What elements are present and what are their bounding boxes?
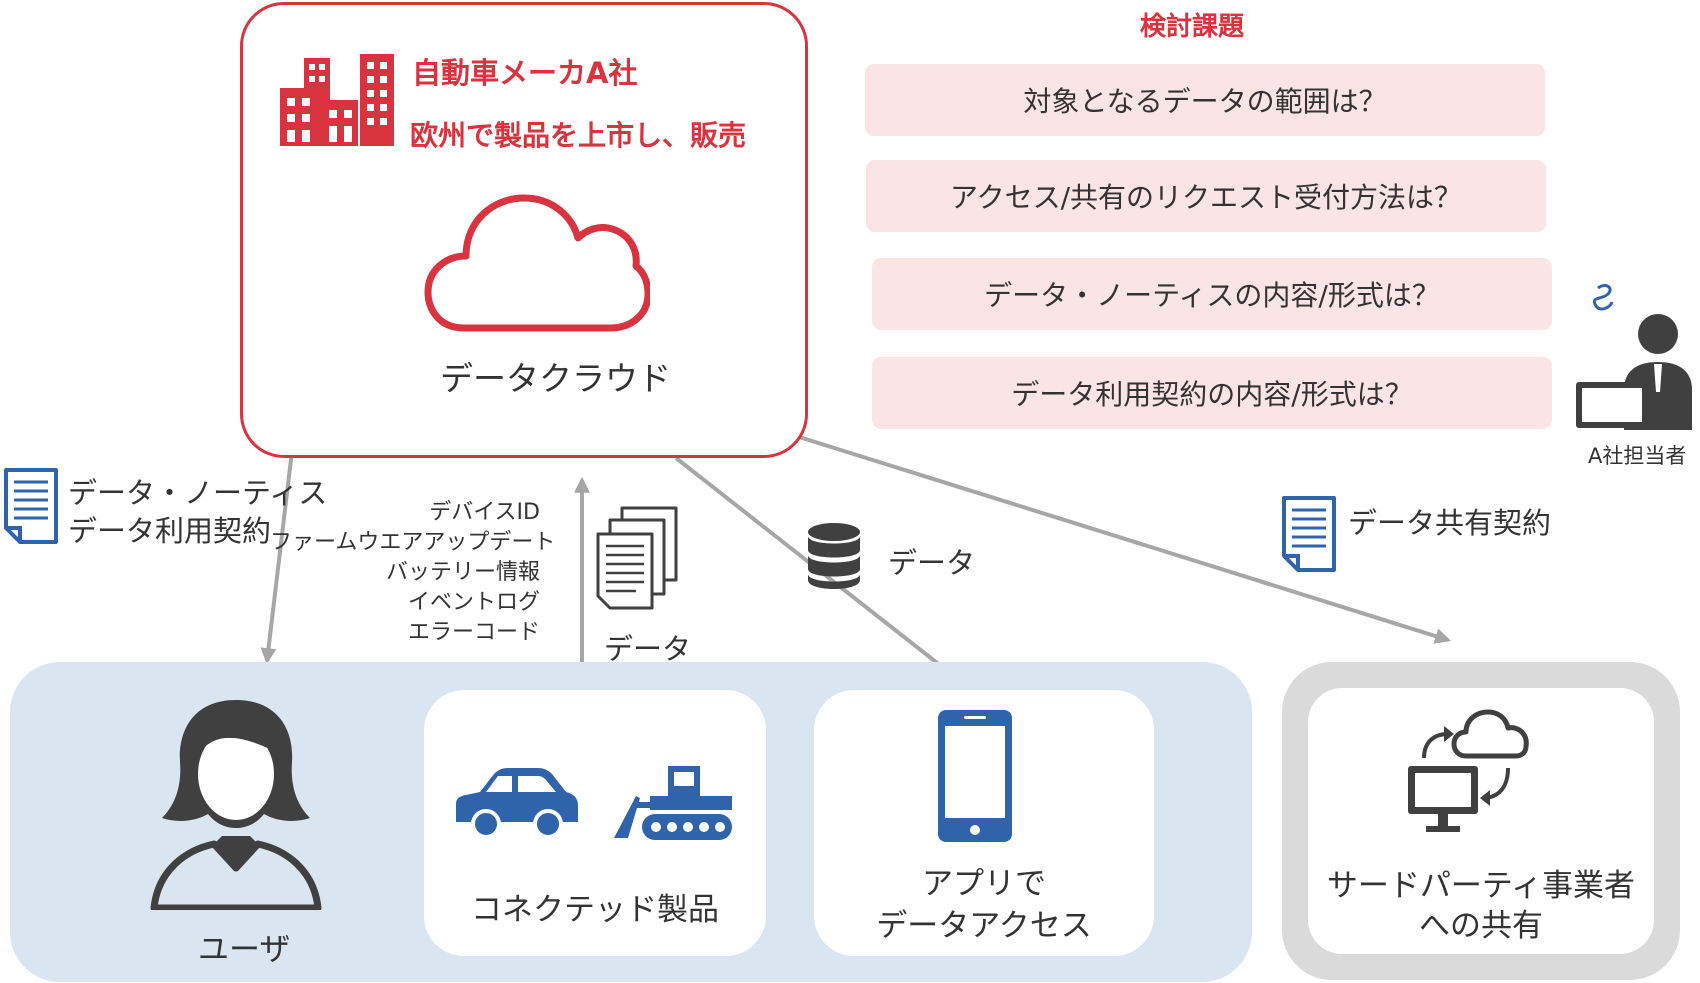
third-party-card [1308,688,1654,954]
issue-item: 対象となるデータの範囲は？ [865,64,1545,136]
app-access-line: アプリで [922,866,1046,902]
document-icon [4,468,58,544]
device-data-item: エラーコード [407,620,540,645]
documents-stack-icon [596,506,678,610]
arrow-cloud-thirdparty [795,434,1452,644]
maker-name: 自動車メーカA社 [412,56,638,90]
notice-doc-line: データ利用契約 [68,514,272,548]
app-data-label: データ [888,546,976,580]
bulldozer-icon [614,766,732,840]
maker-description: 欧州で製品を上市し、販売 [410,119,747,152]
issue-item: アクセス/共有のリクエスト受付方法は？ [866,160,1546,232]
document-icon [1282,496,1336,572]
product-data-label: データ [604,632,692,666]
device-data-item: バッテリー情報 [385,560,540,585]
connected-products-label: コネクテッド製品 [471,892,719,928]
device-data-item: ファームウエアアップデート [270,530,556,555]
cloud-label: データクラウド [440,359,671,398]
user-woman-icon [150,700,322,910]
maker-box [240,2,808,458]
cloud-icon [424,194,650,332]
device-data-item: デバイスID [429,500,540,525]
issue-item: データ・ノーティスの内容/形式は？ [872,258,1552,330]
share-contract-label: データ共有契約 [1348,506,1552,540]
staff-label: A社担当者 [1588,444,1687,468]
third-party-line: への共有 [1419,908,1543,944]
issues-heading: 検討課題 [1140,12,1245,42]
third-party-line: サードパーティ事業者 [1326,868,1636,904]
user-label: ユーザ [198,932,291,968]
issue-item: データ利用契約の内容/形式は？ [872,357,1552,429]
cloud-sync-computer-icon [1408,709,1529,832]
device-data-item: イベントログ [407,590,540,615]
worried-person-laptop-icon [1576,284,1692,430]
building-icon [280,54,394,146]
car-icon [456,768,578,838]
app-access-line: データアクセス [876,908,1092,944]
database-icon [808,523,860,589]
smartphone-icon [938,710,1012,842]
notice-doc-line: データ・ノーティス [68,476,328,510]
